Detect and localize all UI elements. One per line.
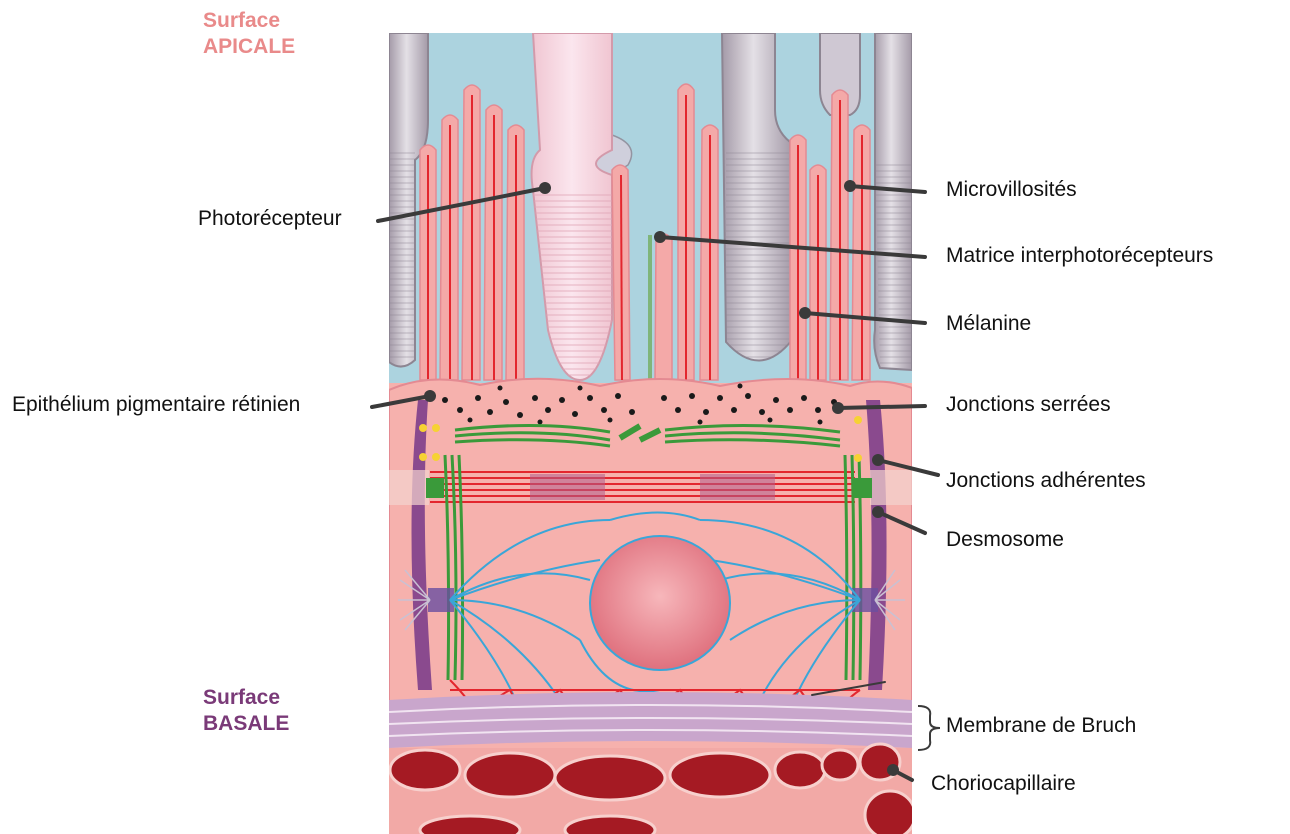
bruch-brace-icon <box>918 706 940 750</box>
diagram-panel <box>389 33 915 834</box>
basal-label-line2: BASALE <box>203 711 289 737</box>
label-rpe: Epithélium pigmentaire rétinien <box>12 392 300 418</box>
label-bruch-membrane: Membrane de Bruch <box>946 713 1136 739</box>
basal-label-line1: Surface <box>203 685 289 711</box>
leader-tight-junctions <box>838 406 925 408</box>
apical-label-line2: APICALE <box>203 34 295 60</box>
apical-surface-label: Surface APICALE <box>203 8 295 60</box>
label-microvilli: Microvillosités <box>946 177 1077 203</box>
basal-surface-label: Surface BASALE <box>203 685 289 737</box>
label-ipm: Matrice interphotorécepteurs <box>946 243 1213 269</box>
apical-label-line1: Surface <box>203 8 295 34</box>
label-choriocapillaris: Choriocapillaire <box>931 771 1076 797</box>
label-melanin: Mélanine <box>946 311 1031 337</box>
label-adherens-junctions: Jonctions adhérentes <box>946 468 1146 494</box>
nucleus <box>590 536 730 670</box>
label-photoreceptor: Photorécepteur <box>198 206 342 232</box>
label-desmosome: Desmosome <box>946 527 1064 553</box>
label-tight-junctions: Jonctions serrées <box>946 392 1111 418</box>
